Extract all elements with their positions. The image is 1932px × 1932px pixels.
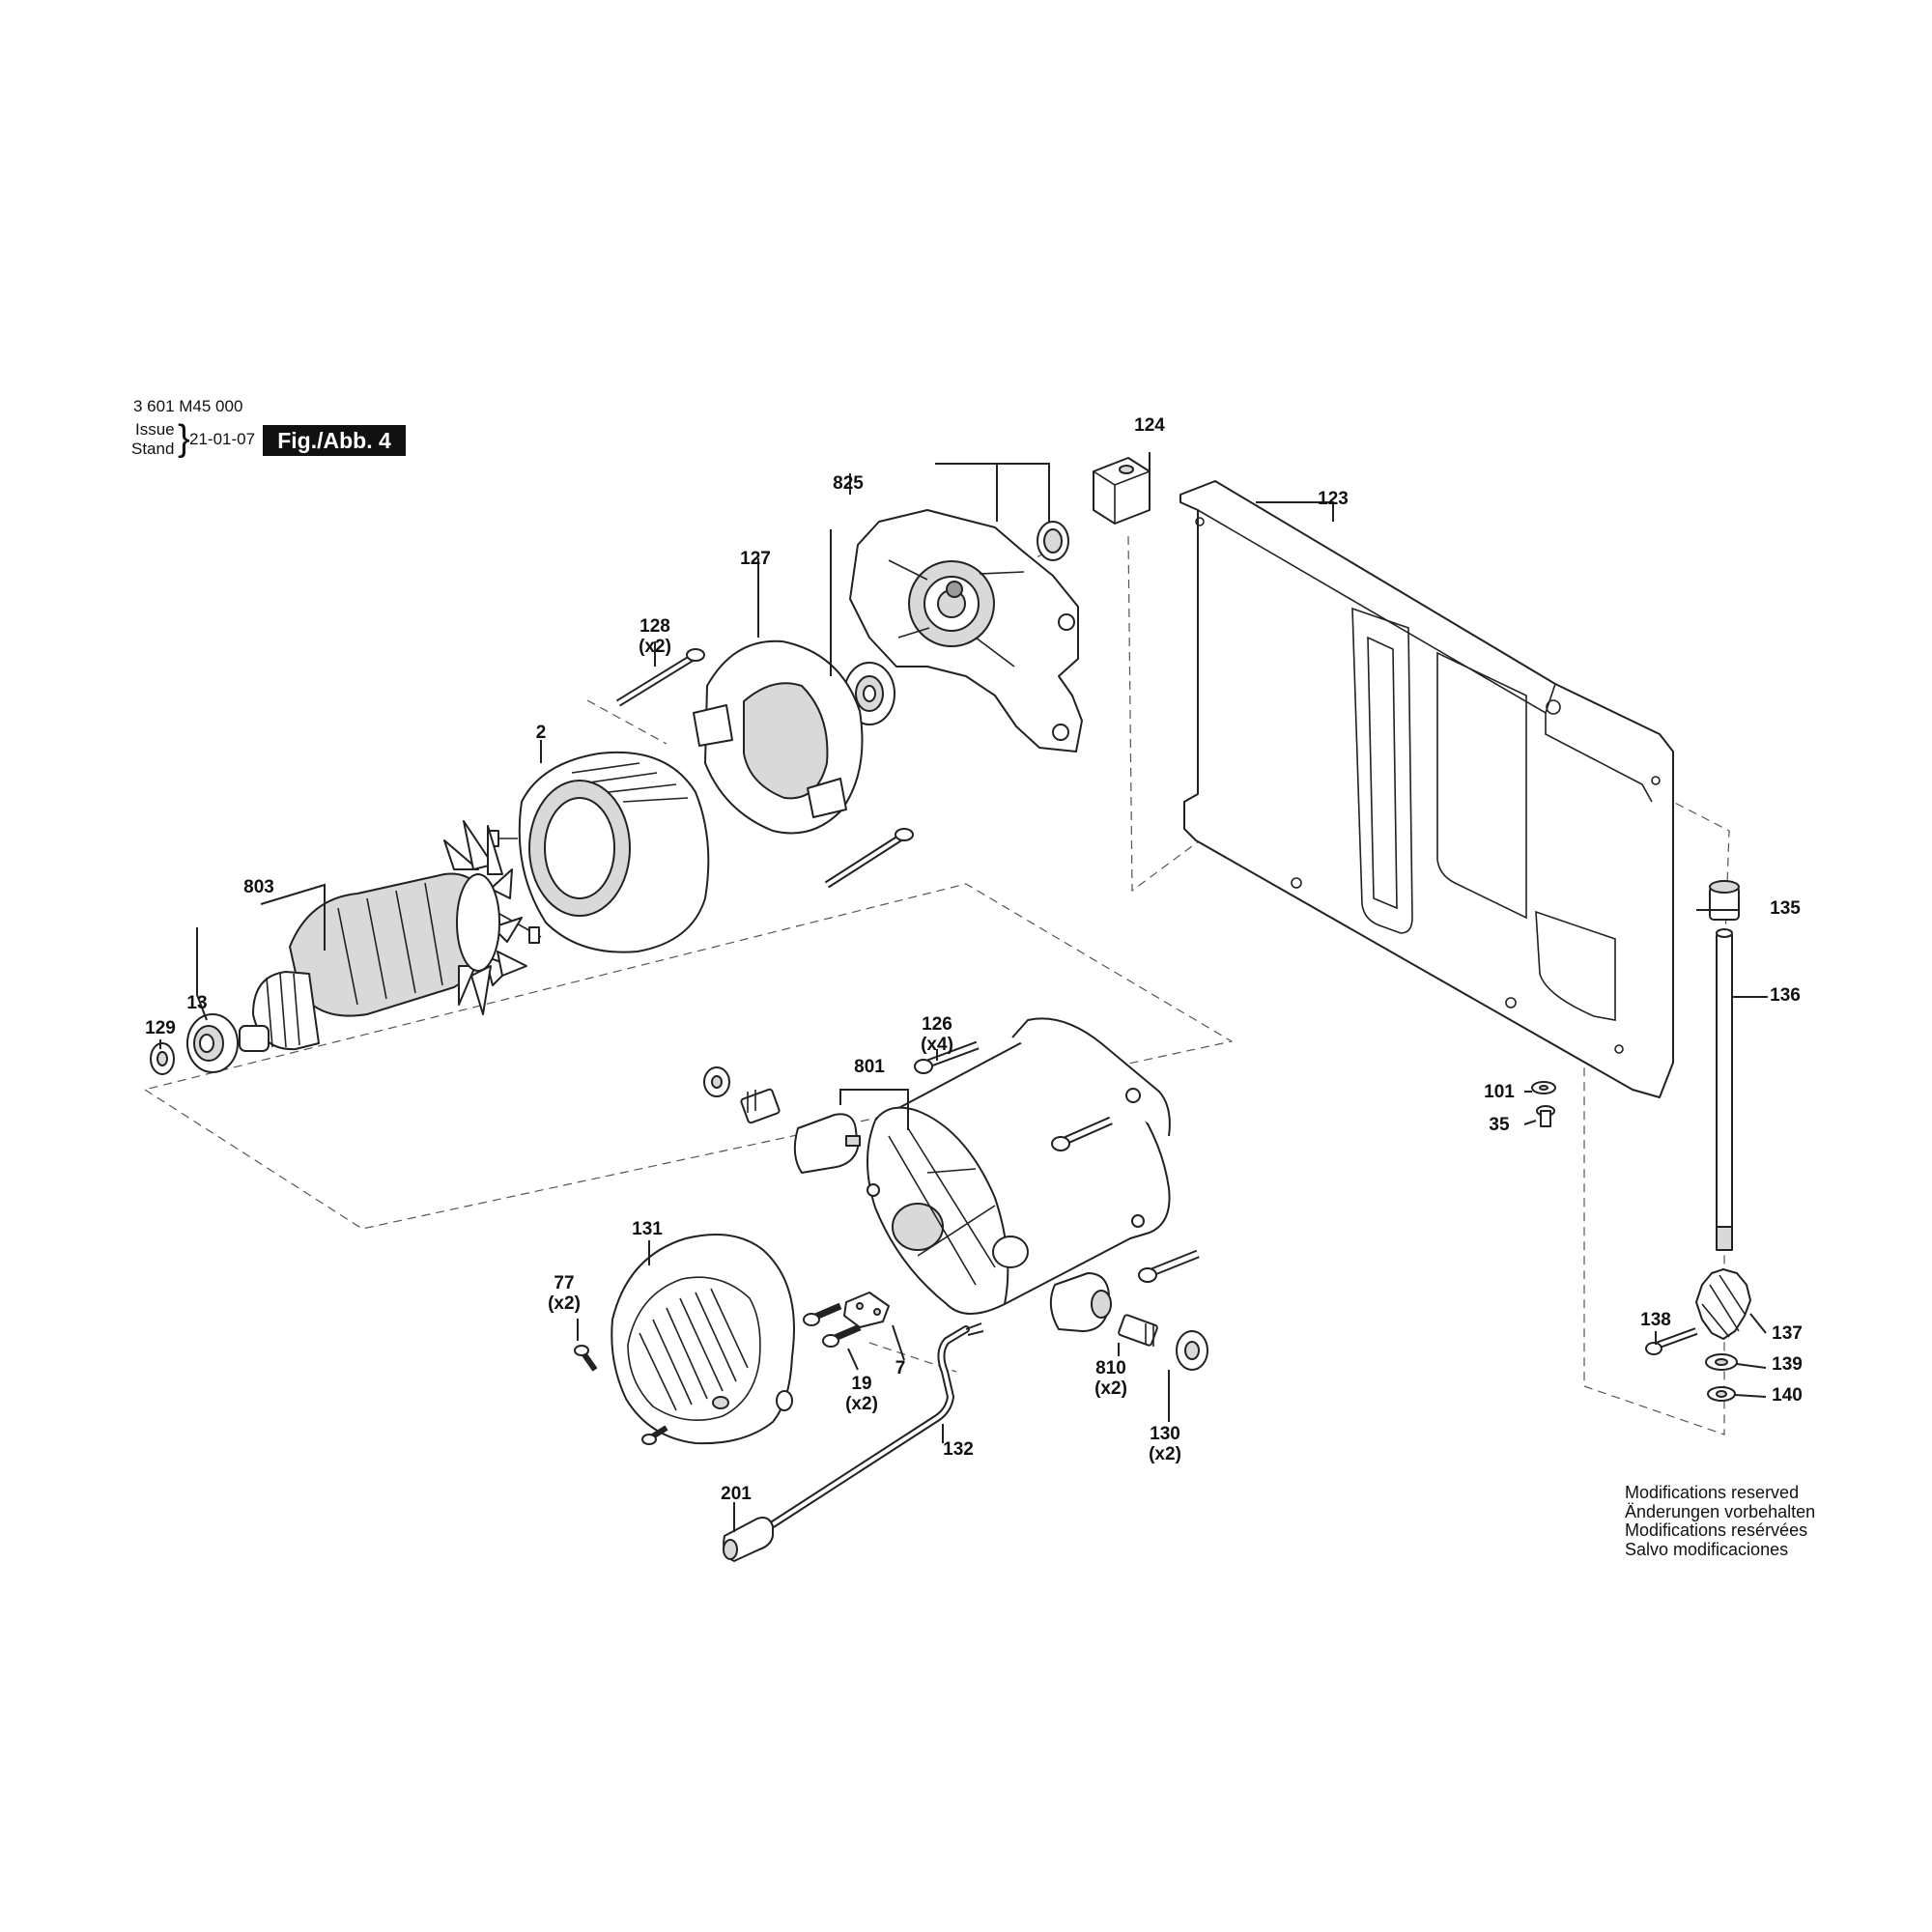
label-803: 803	[243, 877, 274, 897]
label-7: 7	[895, 1358, 906, 1378]
label-128: 128	[639, 616, 670, 637]
part-13-bearing	[186, 1013, 239, 1073]
label-2: 2	[535, 723, 547, 743]
part-139-washer	[1705, 1353, 1738, 1371]
part-35-screw	[1536, 1105, 1555, 1127]
part-motor-housing	[867, 1017, 1171, 1315]
label-77: 77	[554, 1273, 575, 1293]
part-138-screw	[1645, 1327, 1698, 1355]
label-129: 129	[145, 1018, 176, 1038]
part-number: 3 601 M45 000	[133, 397, 243, 415]
part-130-cap	[1176, 1330, 1208, 1371]
part-7-clamp	[843, 1292, 890, 1328]
part-124-block	[1093, 457, 1151, 525]
label-201: 201	[721, 1484, 752, 1504]
label-810-qty: (x2)	[1094, 1378, 1127, 1399]
note-de: Änderungen vorbehalten	[1625, 1501, 1816, 1521]
part-803-armature	[239, 820, 527, 1052]
part-2-stator	[488, 751, 710, 953]
part-135-sleeve	[1709, 880, 1740, 921]
part-140-washer	[1707, 1386, 1736, 1402]
label-19-qty: (x2)	[845, 1394, 878, 1414]
brace-glyph: }	[178, 418, 190, 459]
note-es: Salvo modificaciones	[1625, 1539, 1789, 1559]
part-137-gear	[1695, 1268, 1751, 1340]
modifications-notes: Modifications reserved Änderungen vorbeh…	[1625, 1483, 1816, 1559]
part-129-washer	[150, 1042, 175, 1075]
part-101-washer	[1531, 1081, 1556, 1094]
label-136: 136	[1770, 985, 1801, 1006]
part-131-cover	[611, 1234, 795, 1445]
leader-lines	[159, 452, 1768, 1532]
label-126-qty: (x4)	[921, 1035, 953, 1055]
label-130-qty: (x2)	[1149, 1444, 1181, 1464]
part-810-brush	[1049, 1272, 1158, 1347]
part-136-shaft	[1716, 928, 1733, 1251]
label-77-qty: (x2)	[548, 1293, 581, 1314]
figure-badge: Fig./Abb. 4	[263, 425, 406, 456]
label-810: 810	[1095, 1358, 1126, 1378]
part-132-cable	[769, 1322, 984, 1528]
part-126-screws	[914, 1040, 1200, 1283]
label-124: 124	[1134, 415, 1165, 436]
part-201-sleeve	[723, 1517, 774, 1562]
label-127: 127	[740, 549, 771, 569]
stand-label: Stand	[131, 440, 175, 458]
part-128-screws	[615, 648, 914, 889]
label-801: 801	[854, 1057, 885, 1077]
part-825-bracket	[849, 509, 1083, 753]
part-127-baffle	[693, 639, 864, 835]
label-101: 101	[1484, 1082, 1515, 1102]
part-801-brush-holder	[703, 1066, 861, 1174]
part-19-screws	[803, 1302, 862, 1348]
issue-date: 21-01-07	[189, 430, 256, 448]
label-128-qty: (x2)	[639, 637, 671, 657]
label-126: 126	[922, 1014, 952, 1035]
label-140: 140	[1772, 1385, 1803, 1406]
label-137: 137	[1772, 1323, 1803, 1344]
label-19: 19	[851, 1374, 872, 1394]
issue-label: Issue	[135, 420, 175, 439]
label-13: 13	[186, 993, 208, 1013]
label-35: 35	[1489, 1115, 1510, 1135]
part-77-screws	[574, 1345, 668, 1445]
label-139: 139	[1772, 1354, 1803, 1375]
label-138: 138	[1640, 1310, 1671, 1330]
note-en: Modifications reserved	[1625, 1483, 1800, 1502]
label-131: 131	[632, 1219, 663, 1239]
part-803-fan	[443, 820, 527, 1015]
label-132: 132	[943, 1439, 974, 1460]
label-825: 825	[833, 473, 864, 494]
part-825-bearing-right	[1037, 521, 1069, 561]
label-135: 135	[1770, 898, 1801, 919]
part-123-plate	[1179, 480, 1674, 1098]
label-123: 123	[1318, 489, 1349, 509]
note-fr: Modifications resérvées	[1625, 1520, 1808, 1540]
label-130: 130	[1150, 1424, 1180, 1444]
